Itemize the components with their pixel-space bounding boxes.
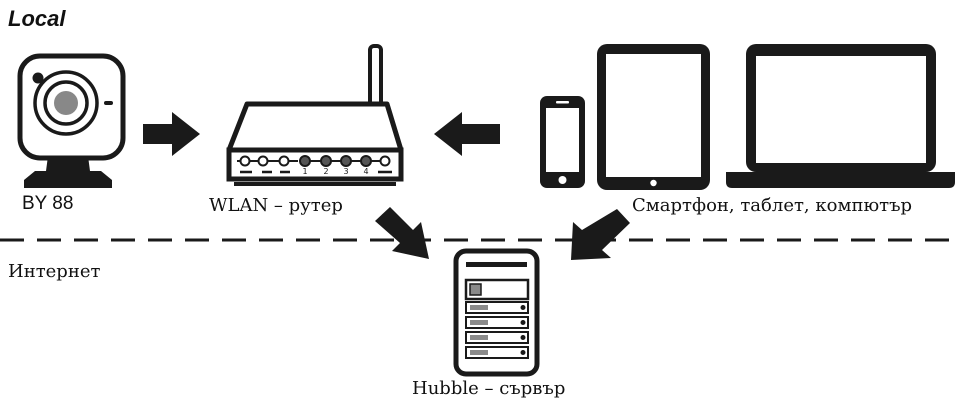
router-label: WLAN – рутер (209, 195, 343, 216)
baby-camera-icon (17, 53, 126, 188)
server-label: Hubble – сървър (412, 378, 566, 399)
router-port-number: 2 (323, 167, 328, 176)
internet-zone-label: Интернет (8, 261, 101, 282)
arrow-camera-to-router (143, 112, 200, 156)
camera-label: BY 88 (22, 193, 74, 214)
devices-label: Смартфон, таблет, компютър (632, 195, 913, 216)
arrow-router-to-server (375, 207, 429, 259)
router-port-number: 4 (363, 167, 368, 176)
smartphone-icon (540, 96, 585, 188)
tablet-icon (597, 44, 710, 190)
laptop-icon (726, 44, 955, 188)
router-port-number: 3 (343, 167, 348, 176)
diagram-title: Local (8, 6, 66, 31)
router-icon: 1 2 3 4 (226, 44, 404, 186)
arrow-devices-to-router (434, 112, 500, 156)
router-port-number: 1 (302, 167, 307, 176)
server-icon (453, 248, 540, 377)
arrow-devices-to-server (571, 209, 630, 260)
